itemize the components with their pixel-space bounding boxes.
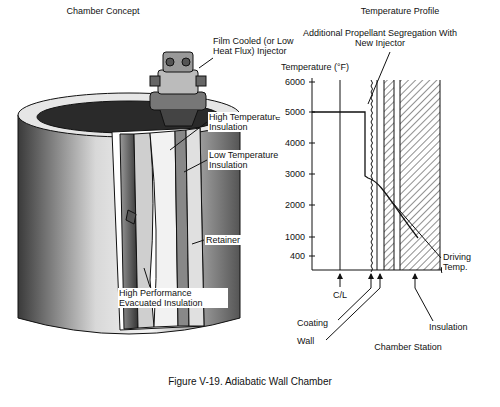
- drawing-stroke: [312, 270, 446, 271]
- axis-tick-label: 3000: [276, 169, 306, 179]
- axis-tick-label: 1000: [276, 232, 306, 242]
- drawing-stroke: [309, 256, 315, 257]
- drawing-stroke: [384, 80, 385, 270]
- axis-tick-label: 6000: [276, 77, 306, 87]
- station-label: Wall: [296, 336, 326, 346]
- drawing-stroke: [182, 58, 190, 66]
- drawing-stroke: [368, 52, 390, 104]
- chamber-cylinder: [18, 93, 240, 334]
- drawing-stroke: [340, 274, 341, 287]
- drawing-stroke: [400, 80, 440, 270]
- station-label: C/L: [326, 290, 354, 300]
- drawing-stroke: [163, 52, 193, 72]
- drawing-stroke: [309, 237, 315, 238]
- annotation-label: Additional Propellant Segregation With N…: [300, 28, 460, 48]
- drawing-stroke: [309, 82, 315, 83]
- drawing-stroke: [377, 80, 378, 270]
- drawing-stroke: [380, 274, 381, 288]
- section-heading: Chamber Concept: [48, 6, 158, 16]
- axis-title: Chamber Station: [358, 342, 458, 352]
- axis-tick-label: 400: [276, 251, 306, 261]
- drawing-stroke: [144, 268, 150, 287]
- drawing-stroke: [400, 80, 401, 270]
- drawing-stroke: [309, 143, 315, 144]
- axis-tick-label: 4000: [276, 138, 306, 148]
- drawing-stroke: [150, 92, 206, 110]
- drawing-stroke: [393, 203, 441, 258]
- injector: [150, 52, 206, 126]
- drawing-stroke: [384, 80, 394, 270]
- drawing-stroke: [199, 58, 213, 68]
- annotation-label: Driving Temp.: [442, 252, 490, 272]
- axis-title: Temperature (°F): [280, 62, 370, 72]
- drawing-stroke: [415, 274, 416, 288]
- drawing-stroke: [312, 112, 418, 238]
- drawing-stroke: [192, 240, 204, 244]
- callout-label: Film Cooled (or Low Heat Flux) Injector: [212, 36, 300, 56]
- callout-label: Low Temperature Insulation: [208, 150, 292, 170]
- drawing-stroke: [371, 274, 372, 288]
- drawing-stroke: [18, 93, 240, 137]
- drawing-stroke: [371, 80, 373, 272]
- drawing-stroke: [170, 122, 207, 150]
- drawing-stroke: [326, 288, 380, 340]
- axis-tick-label: 2000: [276, 200, 306, 210]
- profile-chart: [309, 52, 446, 340]
- drawing-stroke: [18, 115, 240, 334]
- drawing-stroke: [309, 174, 315, 175]
- drawing-stroke: [394, 80, 395, 270]
- callout-label: High Performance Evacuated Insulation: [118, 288, 228, 308]
- drawing-stroke: [196, 76, 206, 86]
- station-label: Coating: [296, 318, 338, 328]
- drawing-stroke: [158, 70, 198, 94]
- station-label: Insulation: [428, 322, 488, 332]
- drawing-stroke: [440, 80, 441, 270]
- drawing-stroke: [340, 80, 341, 270]
- section-heading: Temperature Profile: [345, 6, 455, 16]
- drawing-stroke: [309, 82, 315, 256]
- drawing-stroke: [415, 288, 433, 321]
- drawing-stroke: [126, 210, 136, 224]
- drawing-stroke: [309, 205, 315, 206]
- leader-lines: [144, 58, 213, 287]
- figure-caption: Figure V-19. Adiabatic Wall Chamber: [100, 376, 400, 388]
- drawing-stroke: [184, 160, 207, 172]
- axis-tick-label: 5000: [276, 107, 306, 117]
- drawing-stroke: [150, 76, 160, 86]
- drawing-stroke: [166, 58, 174, 66]
- drawing-stroke: [160, 110, 198, 126]
- callout-label: Retainer: [205, 235, 255, 245]
